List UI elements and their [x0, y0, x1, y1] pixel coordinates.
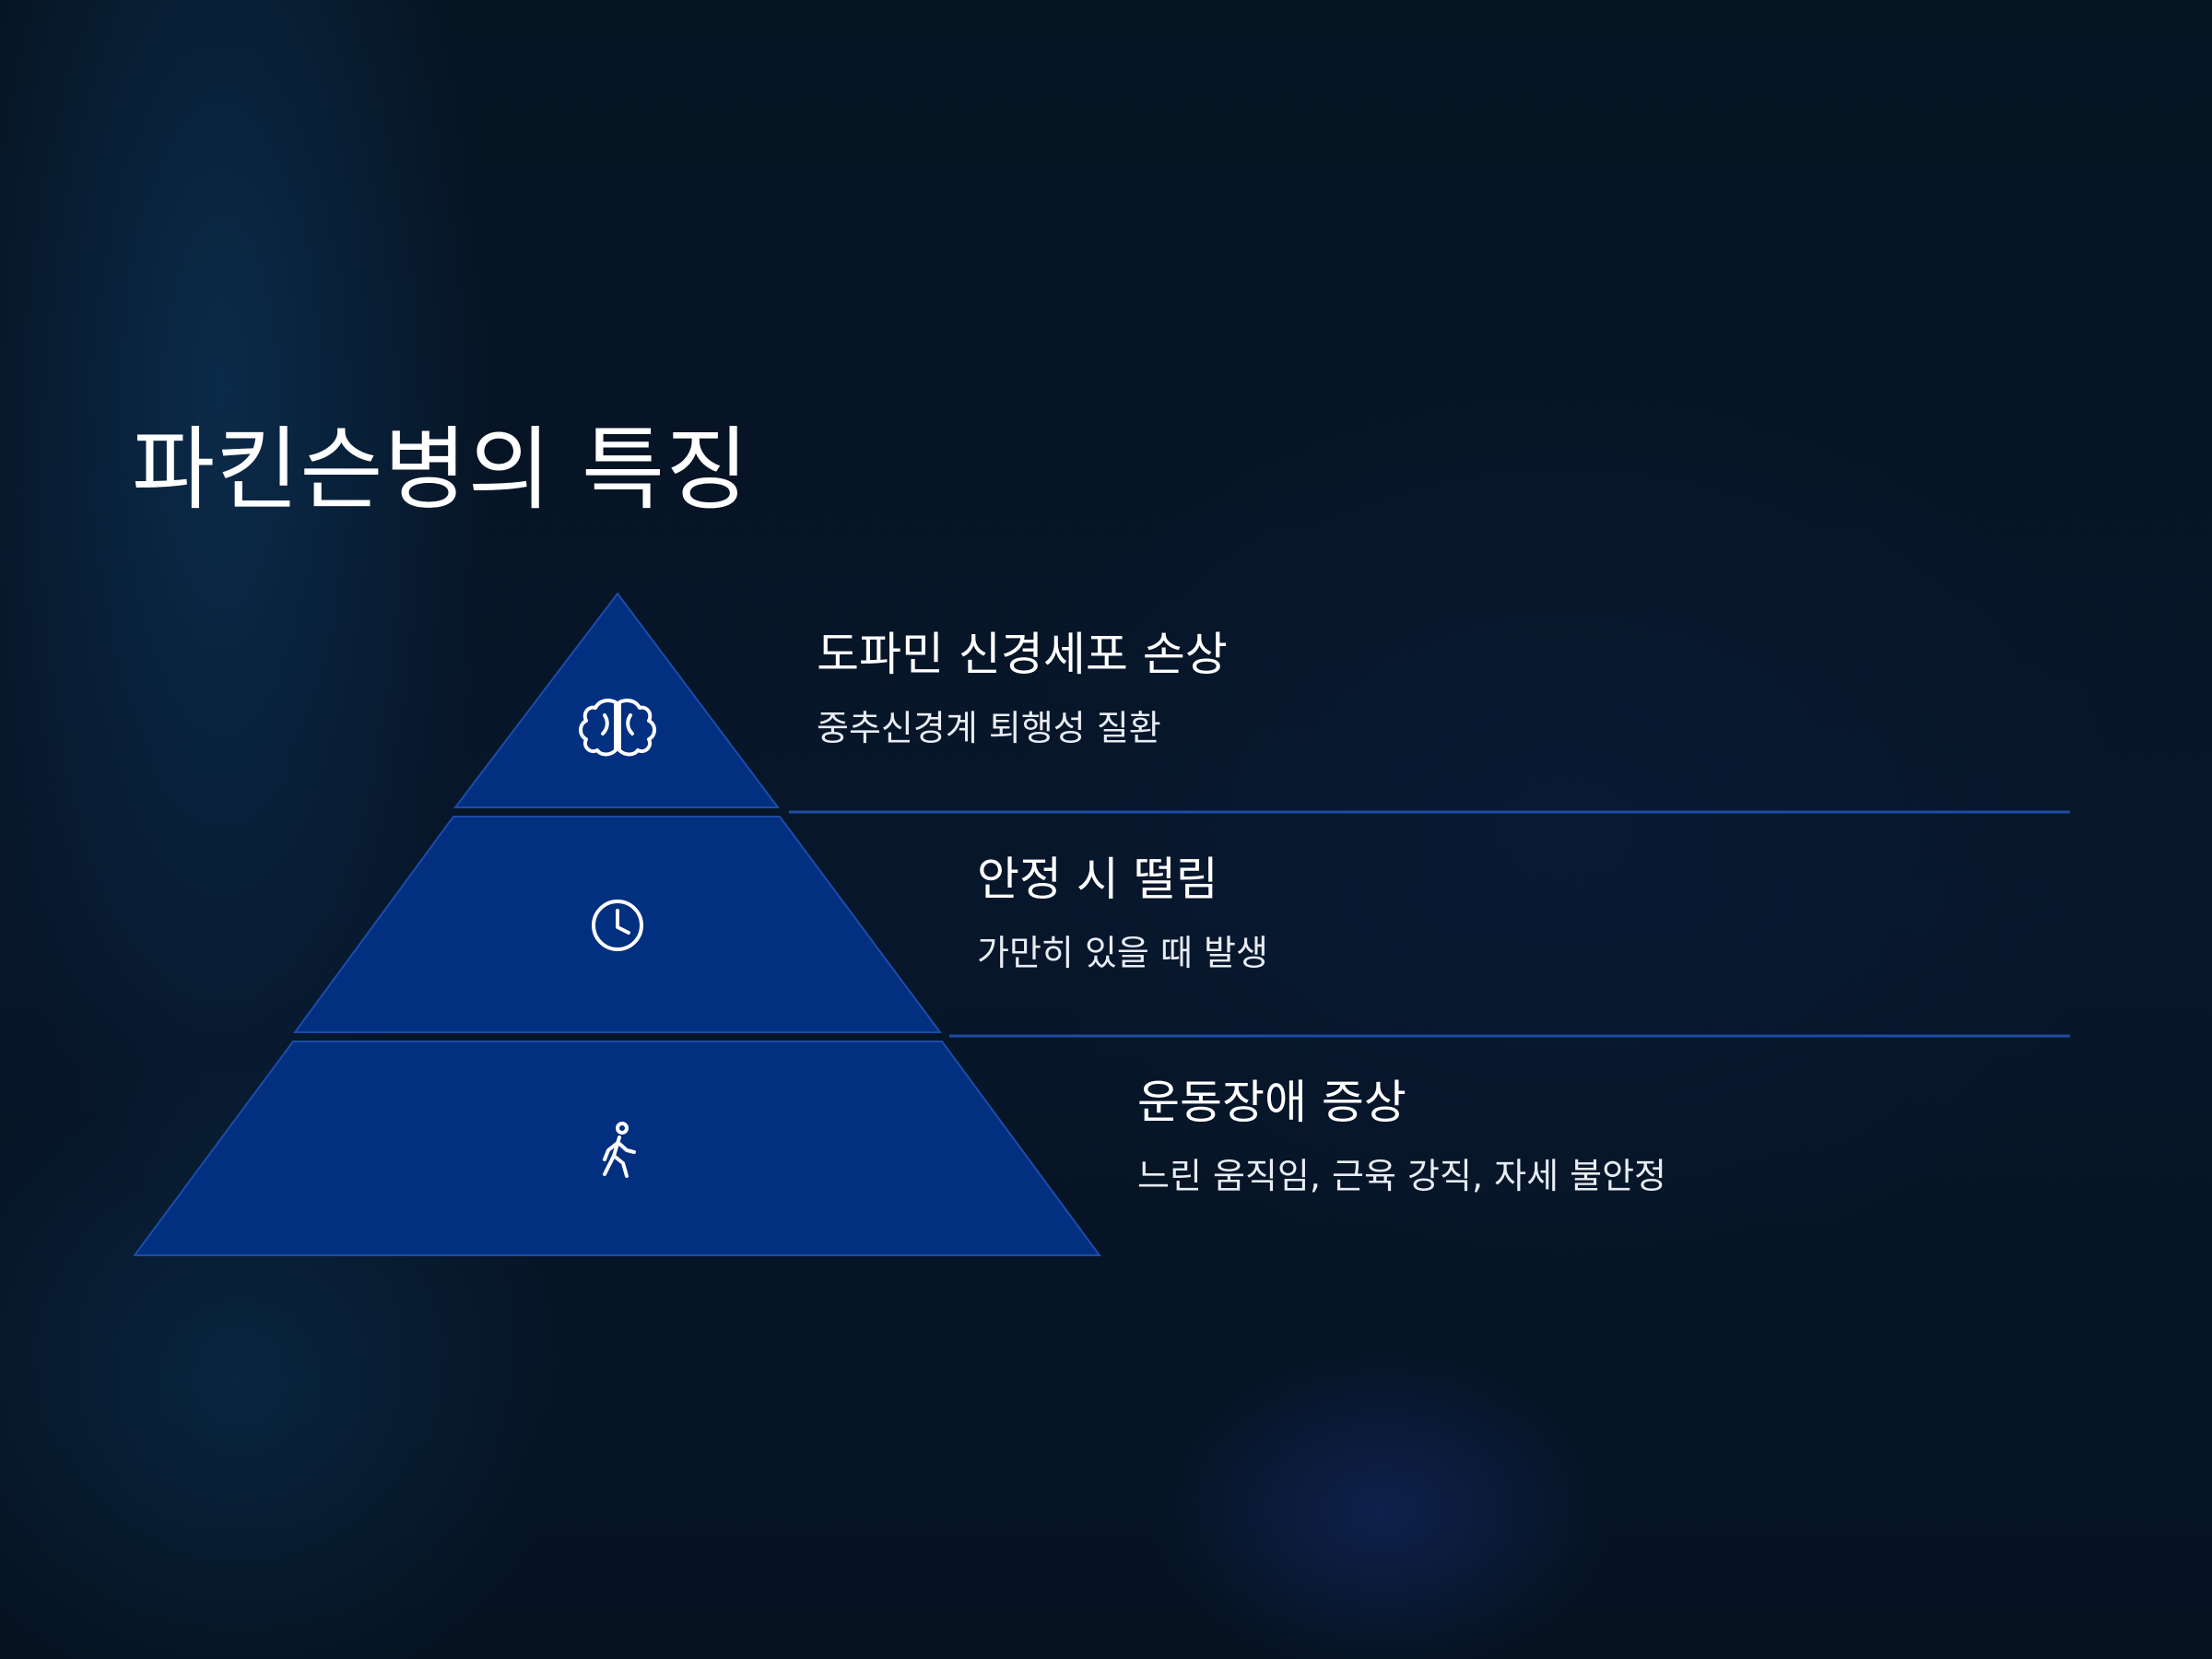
walking-person-icon [603, 1122, 636, 1178]
level-2-title: 안정 시 떨림 [977, 853, 1218, 906]
pyramid-tier-top [453, 592, 780, 808]
level-2-description: 가만히 있을 때 발생 [977, 933, 1268, 973]
level-3-text: 운동장애 증상 느린 움직임, 근육 강직, 자세 불안정 [1137, 1075, 1666, 1198]
brain-icon [579, 699, 656, 757]
slide-title: 파킨슨병의 특징 [132, 418, 750, 523]
clock-icon [592, 900, 643, 951]
level-2-text: 안정 시 떨림 가만히 있을 때 발생 [977, 852, 1268, 975]
level-1-description: 중추신경계 퇴행성 질환 [817, 708, 1161, 748]
level-3-description: 느린 움직임, 근육 강직, 자세 불안정 [1137, 1156, 1666, 1196]
level-1-title: 도파민 신경세포 손상 [817, 628, 1228, 681]
level-3-title: 운동장애 증상 [1137, 1076, 1406, 1129]
level-1-text: 도파민 신경세포 손상 중추신경계 퇴행성 질환 [817, 627, 1228, 750]
